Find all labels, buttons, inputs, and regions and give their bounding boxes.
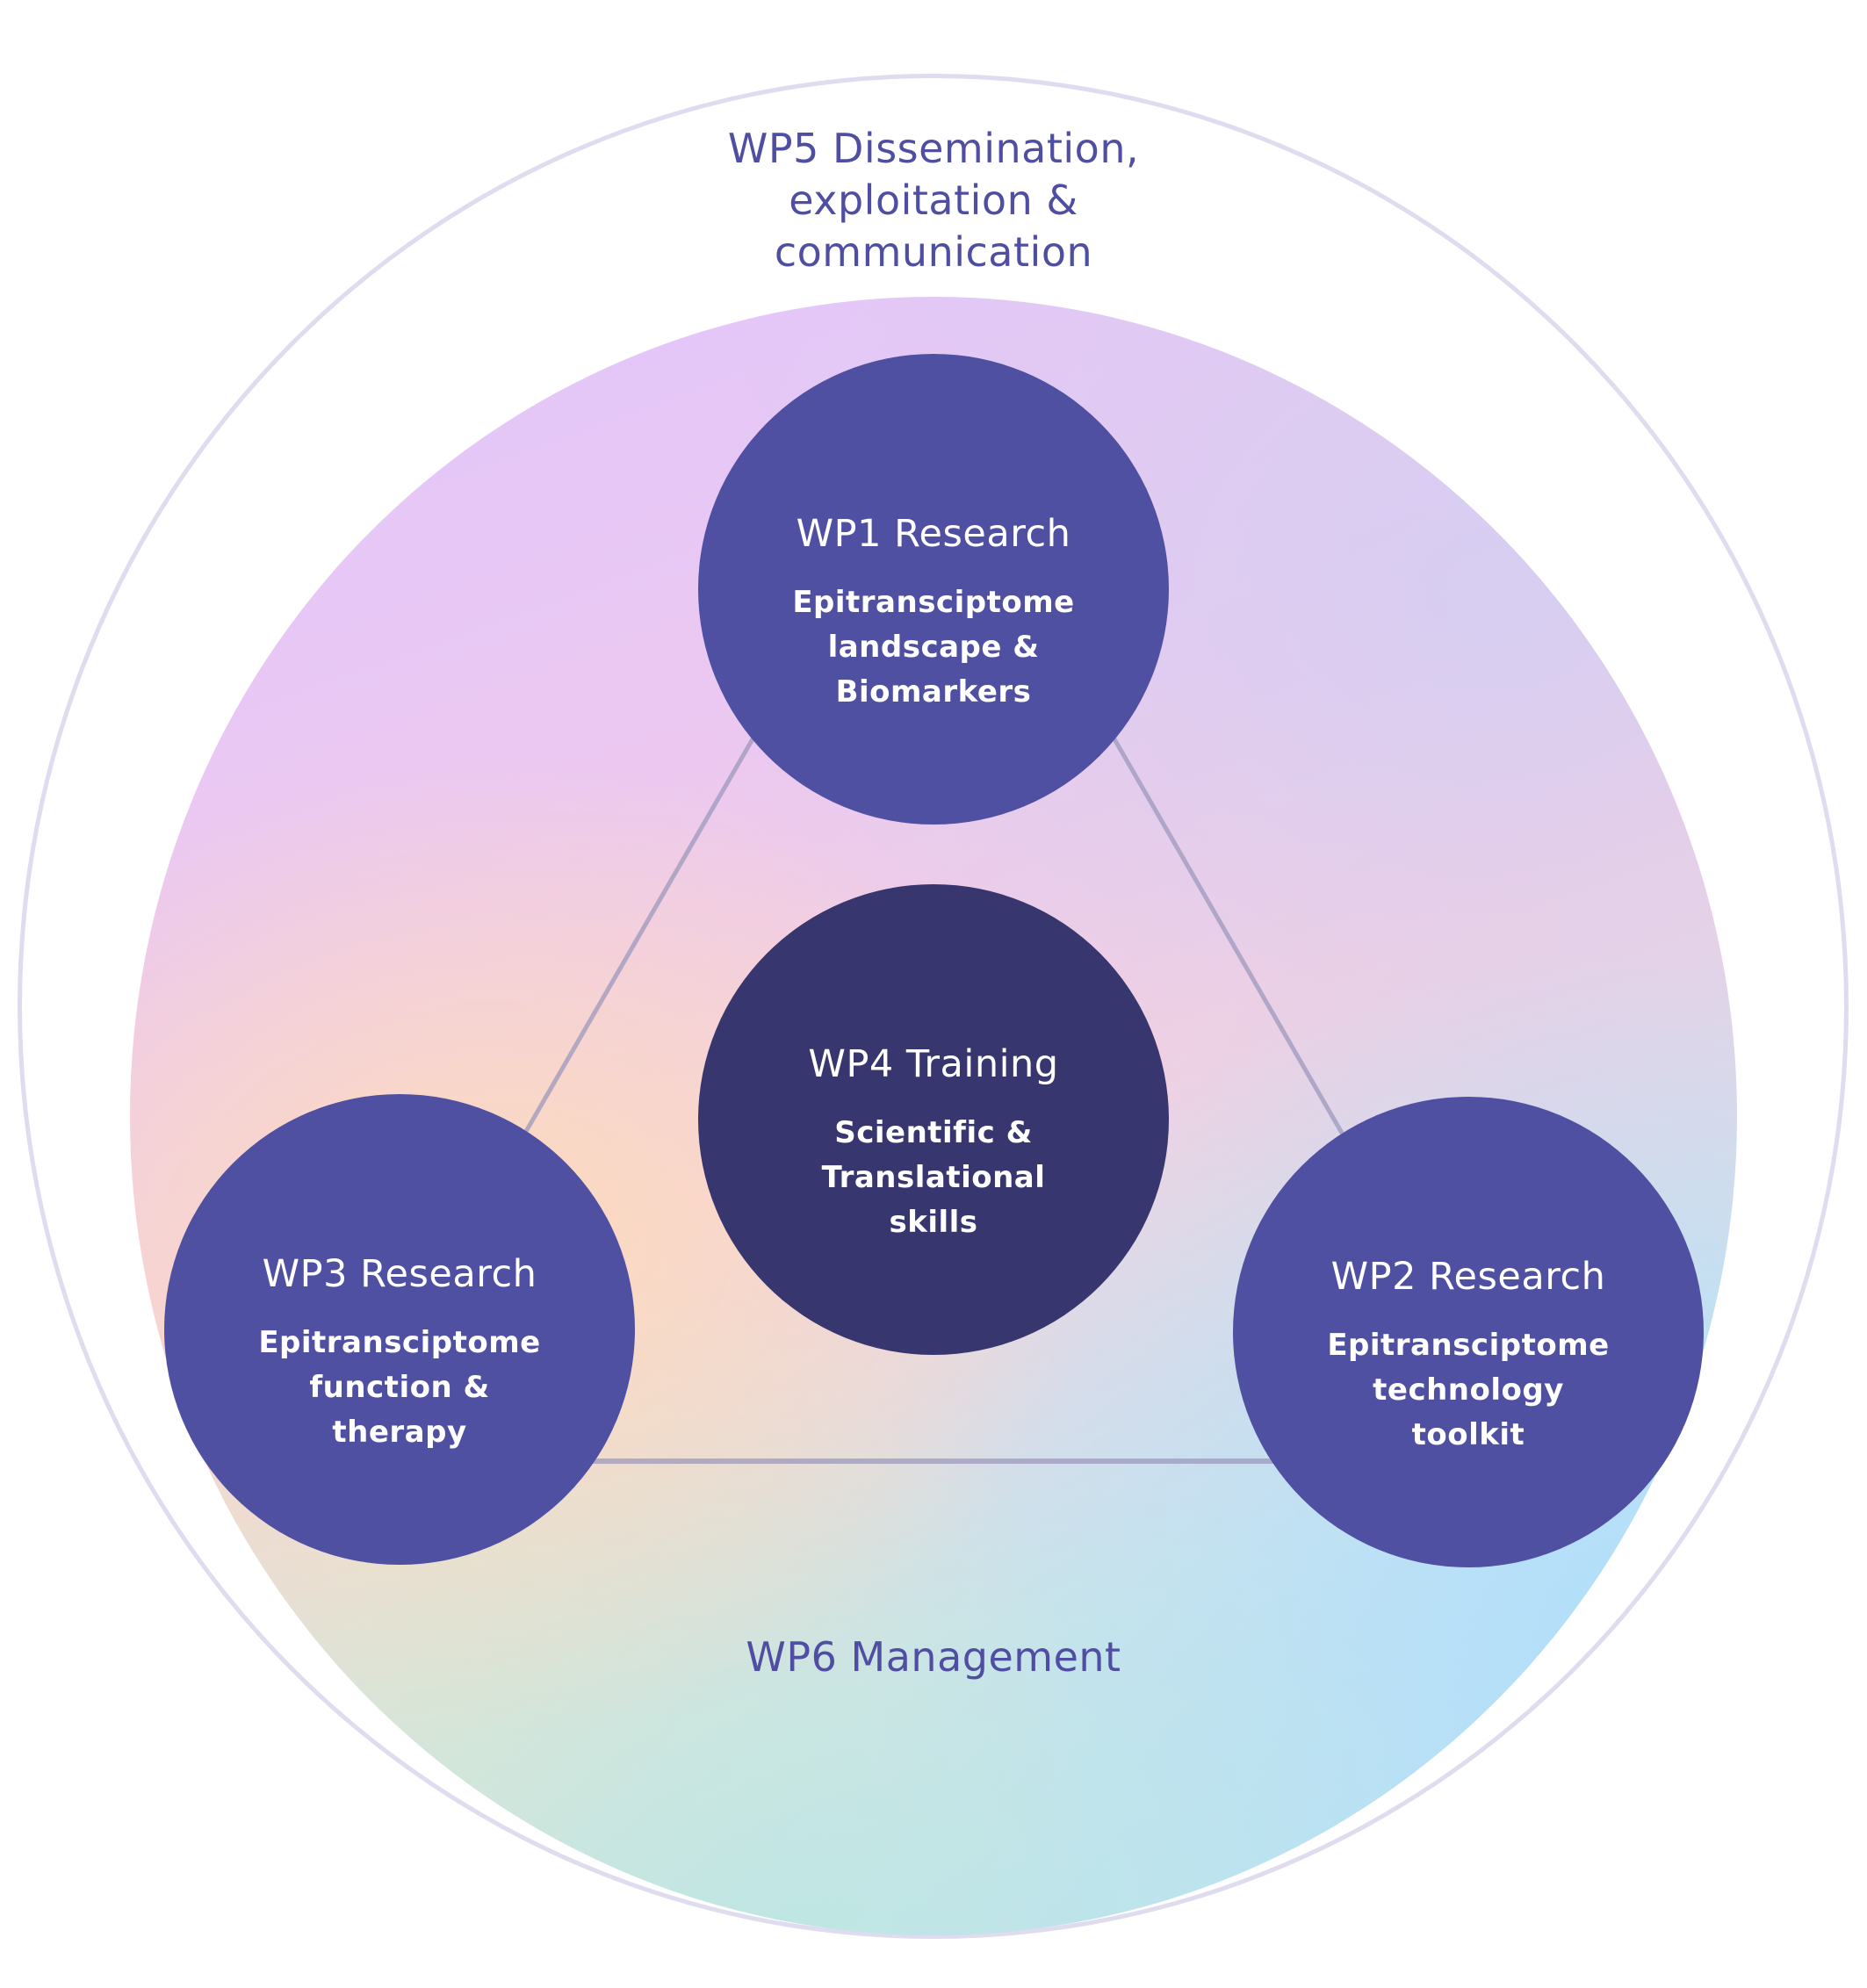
- wp5-outer-ring: [18, 74, 1849, 1939]
- wp3-description-line: Epitransciptome: [258, 1325, 541, 1360]
- wp3-description: Epitransciptome function & therapy: [182, 1321, 617, 1455]
- wp1-description-line: Epitransciptome: [792, 585, 1075, 620]
- wp4-title: WP4 Training: [808, 1042, 1059, 1086]
- wp2-description-line: Epitransciptome: [1327, 1328, 1610, 1363]
- wp3-title: WP3 Research: [262, 1252, 537, 1296]
- wp1-description-line: Biomarkers: [835, 674, 1032, 709]
- wp3-description-line: function &: [309, 1370, 490, 1405]
- wp2-description-line: technology: [1373, 1372, 1564, 1408]
- wp2-description: Epitransciptome technology toolkit: [1251, 1323, 1686, 1458]
- wp6-label: WP6 Management: [746, 1633, 1121, 1681]
- wp1-description-line: landscape &: [827, 630, 1040, 665]
- wp5-label-line-3: communication: [774, 228, 1093, 276]
- wp1-description: Epitransciptome landscape & Biomarkers: [716, 580, 1151, 715]
- wp4-description-line: skills: [889, 1205, 978, 1240]
- wp1-title: WP1 Research: [796, 512, 1071, 556]
- wp5-label-line-1: WP5 Dissemination,: [727, 125, 1140, 172]
- wp3-circle: WP3 Research Epitransciptome function & …: [164, 1094, 635, 1565]
- wp5-label: WP5 Dissemination, exploitation & commun…: [670, 123, 1197, 278]
- wp3-description-line: therapy: [332, 1415, 467, 1450]
- wp4-description-line: Scientific &: [834, 1115, 1033, 1150]
- wp4-circle: WP4 Training Scientific & Translational …: [698, 884, 1169, 1355]
- wp1-circle: WP1 Research Epitransciptome landscape &…: [698, 354, 1169, 825]
- wp2-description-line: toolkit: [1411, 1417, 1525, 1452]
- wp4-description: Scientific & Translational skills: [716, 1111, 1151, 1245]
- wp2-circle: WP2 Research Epitransciptome technology …: [1233, 1097, 1704, 1567]
- wp2-title: WP2 Research: [1330, 1255, 1606, 1299]
- wp5-label-line-2: exploitation &: [789, 176, 1078, 224]
- wp4-description-line: Translational: [821, 1160, 1046, 1195]
